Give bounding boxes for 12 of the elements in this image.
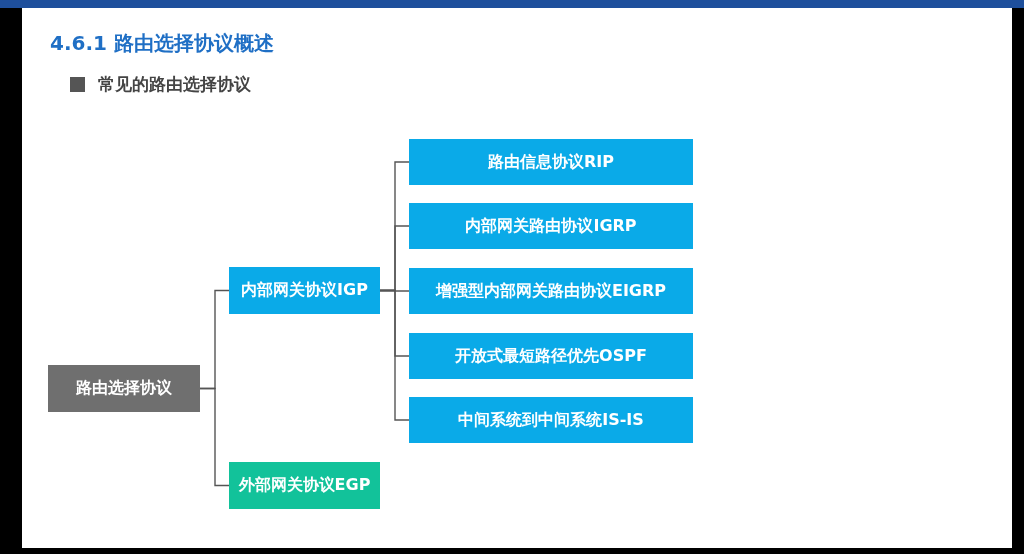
category-box: 外部网关协议EGP	[229, 462, 380, 509]
protocol-box: 增强型内部网关路由协议EIGRP	[409, 268, 693, 314]
connector-line	[379, 289, 410, 421]
protocol-box: 开放式最短路径优先OSPF	[409, 333, 693, 379]
connector-line	[199, 387, 230, 487]
slide-title: 4.6.1 路由选择协议概述	[50, 30, 274, 57]
category-box: 内部网关协议IGP	[229, 267, 380, 314]
root-box: 路由选择协议	[48, 365, 200, 412]
protocol-box: 路由信息协议RIP	[409, 139, 693, 185]
protocol-box: 中间系统到中间系统IS-IS	[409, 397, 693, 443]
subheading: 常见的路由选择协议	[98, 73, 251, 96]
protocol-box: 内部网关路由协议IGRP	[409, 203, 693, 249]
